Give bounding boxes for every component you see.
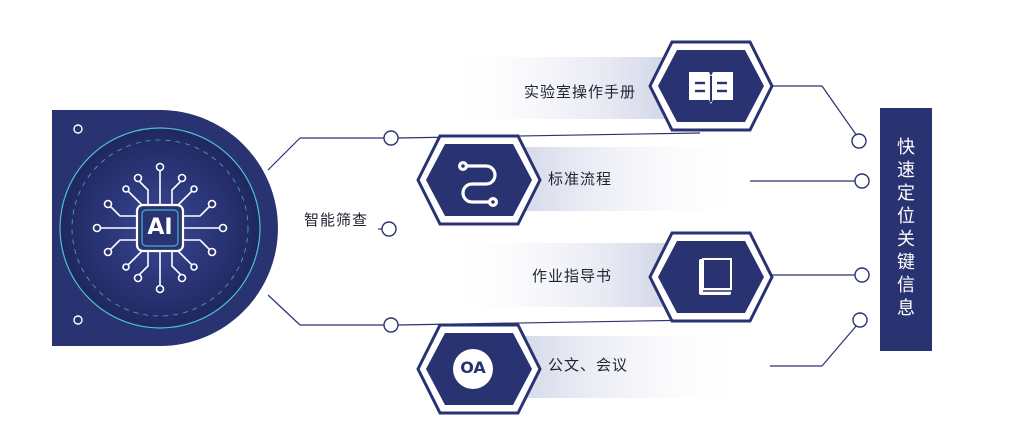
band-manual [440,57,690,119]
node-right-3 [854,267,870,283]
band-guide [440,243,690,307]
oa-icon-text: OA [460,358,486,377]
hex-oa [416,323,542,415]
node-right-4 [852,312,868,328]
node-right-2 [854,173,870,189]
side-panel-title: 快速定位关键信息 [897,137,915,319]
item-label-flow: 标准流程 [548,170,613,188]
side-panel: 快速定位关键信息 [880,108,932,351]
node-bottom [383,317,399,333]
connector-nodes [381,130,870,333]
hex-guide [648,231,774,323]
open-book-icon [689,72,733,104]
closed-book-icon [699,258,732,295]
flow-path-icon [458,161,499,208]
item-label-manual: 实验室操作手册 [524,83,637,101]
smart-filter-label: 智能筛查 [304,211,369,229]
node-middle [381,221,397,237]
hex-flow [416,134,542,226]
item-label-oa: 公文、会议 [548,356,629,374]
ai-core [52,110,278,346]
hex-manual [648,40,774,132]
node-top [383,130,399,146]
ai-chip [135,203,185,253]
ai-chip-label: AI [147,215,173,240]
oa-icon [453,349,493,389]
item-label-guide: 作业指导书 [532,267,613,285]
node-right-1 [851,133,867,149]
